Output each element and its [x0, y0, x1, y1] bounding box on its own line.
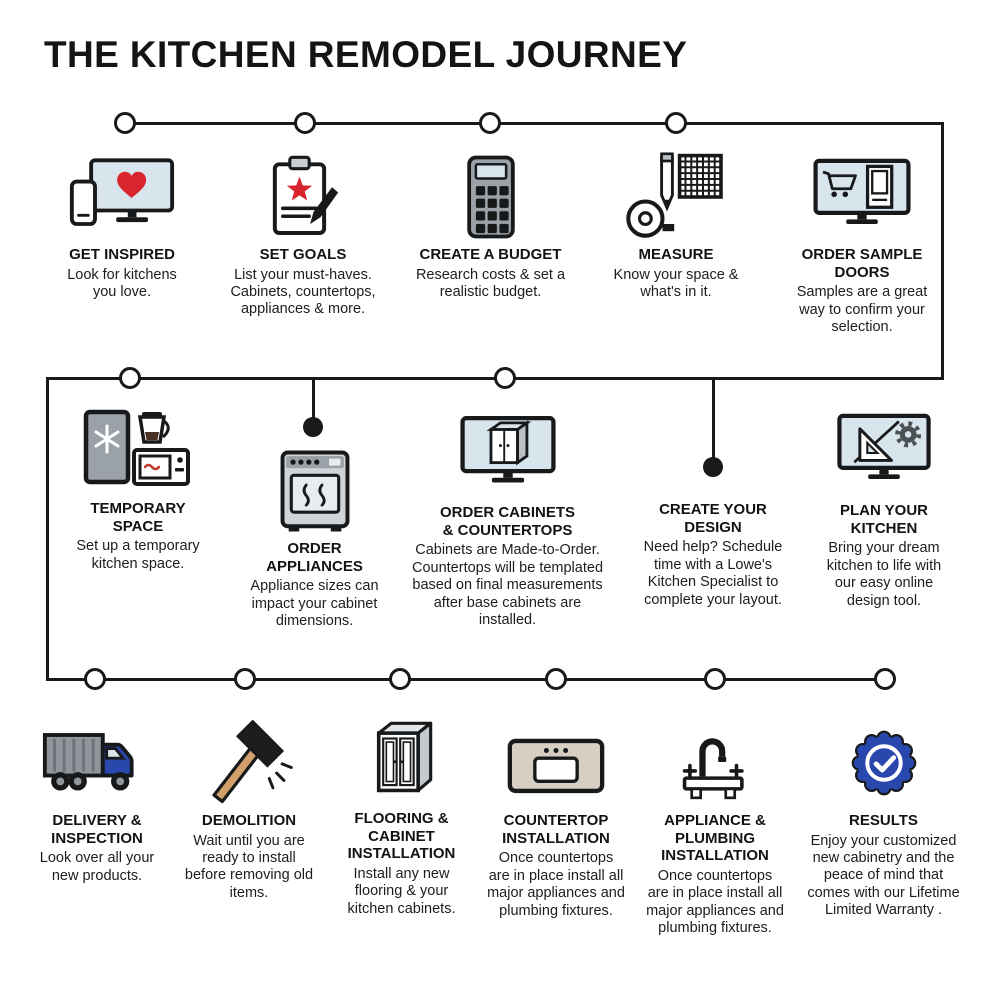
- step-title: FLOORING & CABINET INSTALLATION: [347, 810, 456, 863]
- step-desc: Samples are a great way to confirm your …: [796, 284, 928, 336]
- step-create-budget: CREATE A BUDGET Research costs & set a r…: [413, 150, 568, 301]
- step-demolition: DEMOLITION Wait until you are ready to i…: [184, 714, 314, 902]
- step-desc: Research costs & set a realistic budget.: [415, 266, 566, 301]
- tape-measure-icon: [626, 152, 723, 238]
- sink-countertop-icon: [507, 738, 605, 794]
- step-desc: Set up a temporary kitchen space.: [76, 538, 200, 572]
- node-create-budget: [479, 112, 501, 134]
- step-title: PLAN YOUR KITCHEN: [839, 502, 929, 537]
- node-flooring: [389, 668, 411, 690]
- node-temporary-space: [119, 367, 141, 389]
- faucet-icon: [682, 738, 744, 800]
- cabinet-icon: [376, 721, 432, 793]
- step-delivery: DELIVERY & INSPECTION Look over all your…: [32, 716, 162, 885]
- step-desc: List your must-haves. Cabinets, countert…: [230, 266, 376, 318]
- step-title: CREATE A BUDGET: [419, 246, 562, 263]
- step-desc: Look for kitchens you love.: [67, 266, 177, 301]
- dot-order-appliances: [303, 417, 323, 437]
- connector-drop-design: [712, 380, 715, 459]
- dot-create-design: [703, 457, 723, 477]
- step-title: GET INSPIRED: [69, 246, 175, 263]
- step-title: APPLIANCE & PLUMBING INSTALLATION: [661, 812, 769, 865]
- page-title: THE KITCHEN REMODEL JOURNEY: [44, 34, 688, 75]
- step-desc: Bring your dream kitchen to life with ou…: [826, 540, 942, 609]
- monitor-cabinet-icon: [459, 416, 556, 483]
- node-measure: [665, 112, 687, 134]
- step-get-inspired: GET INSPIRED Look for kitchens you love.: [57, 150, 187, 301]
- step-order-cabinets: ORDER CABINETS & COUNTERTOPS Cabinets ar…: [410, 410, 605, 629]
- node-demolition: [234, 668, 256, 690]
- step-desc: Need help? Schedule time with a Lowe's K…: [643, 539, 783, 608]
- step-desc: Appliance sizes can impact your cabinet …: [250, 578, 379, 630]
- node-appliance-plumbing: [704, 668, 726, 690]
- step-desc: Cabinets are Made-to-Order. Countertops …: [411, 542, 604, 628]
- step-create-design: CREATE YOUR DESIGN Need help? Schedule t…: [633, 499, 793, 609]
- step-temporary-space: TEMPORARY SPACE Set up a temporary kitch…: [63, 402, 213, 573]
- connector-left: [46, 377, 49, 681]
- step-desc: Wait until you are ready to install befo…: [184, 832, 314, 901]
- node-set-goals: [294, 112, 316, 134]
- step-title: CREATE YOUR DESIGN: [659, 501, 767, 536]
- fridge-coffee-microwave-icon: [83, 409, 190, 486]
- step-title: COUNTERTOP INSTALLATION: [502, 812, 610, 847]
- step-title: DEMOLITION: [201, 812, 297, 829]
- step-title: ORDER CABINETS & COUNTERTOPS: [439, 504, 575, 539]
- step-title: MEASURE: [638, 246, 714, 263]
- step-title: ORDER SAMPLE DOORS: [801, 246, 923, 281]
- step-desc: Enjoy your customized new cabinetry and …: [807, 832, 960, 919]
- connector-top: [125, 122, 944, 125]
- node-get-inspired: [114, 112, 136, 134]
- step-title: ORDER APPLIANCES: [266, 540, 363, 575]
- step-desc: Install any new flooring & your kitchen …: [347, 866, 456, 917]
- step-desc: Once countertops are in place install al…: [646, 868, 784, 937]
- step-title: RESULTS: [849, 812, 918, 829]
- node-order-cabinets: [494, 367, 516, 389]
- step-desc: Once countertops are in place install al…: [487, 850, 625, 919]
- node-delivery: [84, 668, 106, 690]
- step-set-goals: SET GOALS List your must-haves. Cabinets…: [213, 148, 393, 319]
- connector-right: [941, 122, 944, 380]
- step-desc: Look over all your new products.: [39, 850, 155, 884]
- monitor-cart-door-icon: [813, 158, 911, 224]
- calculator-icon: [466, 155, 515, 239]
- monitor-heart-icon: [69, 158, 175, 226]
- step-desc: Know your space & what's in it.: [613, 266, 739, 301]
- step-title: TEMPORARY SPACE: [90, 500, 186, 535]
- clipboard-star-icon: [272, 155, 339, 235]
- step-order-sample-doors: ORDER SAMPLE DOORS Samples are a great w…: [787, 152, 937, 337]
- step-flooring: FLOORING & CABINET INSTALLATION Install …: [339, 712, 464, 918]
- step-order-appliances: ORDER APPLIANCES Appliance sizes can imp…: [232, 446, 397, 631]
- node-results: [874, 668, 896, 690]
- step-title: SET GOALS: [259, 246, 347, 263]
- connector-drop-appliances: [312, 380, 315, 419]
- step-appliance-plumbing: APPLIANCE & PLUMBING INSTALLATION Once c…: [646, 714, 784, 938]
- badge-check-icon: [851, 730, 916, 796]
- node-countertop: [545, 668, 567, 690]
- truck-icon: [42, 733, 134, 791]
- step-countertop: COUNTERTOP INSTALLATION Once countertops…: [487, 718, 625, 920]
- step-title: DELIVERY & INSPECTION: [51, 812, 143, 847]
- step-measure: MEASURE Know your space & what's in it.: [613, 150, 739, 301]
- monitor-ruler-gear-icon: [837, 413, 931, 479]
- connector-bottom: [46, 678, 890, 681]
- step-results: RESULTS Enjoy your customized new cabine…: [806, 716, 961, 920]
- oven-icon: [280, 450, 349, 532]
- step-plan-kitchen: PLAN YOUR KITCHEN Bring your dream kitch…: [819, 406, 949, 610]
- sledgehammer-icon: [212, 719, 293, 804]
